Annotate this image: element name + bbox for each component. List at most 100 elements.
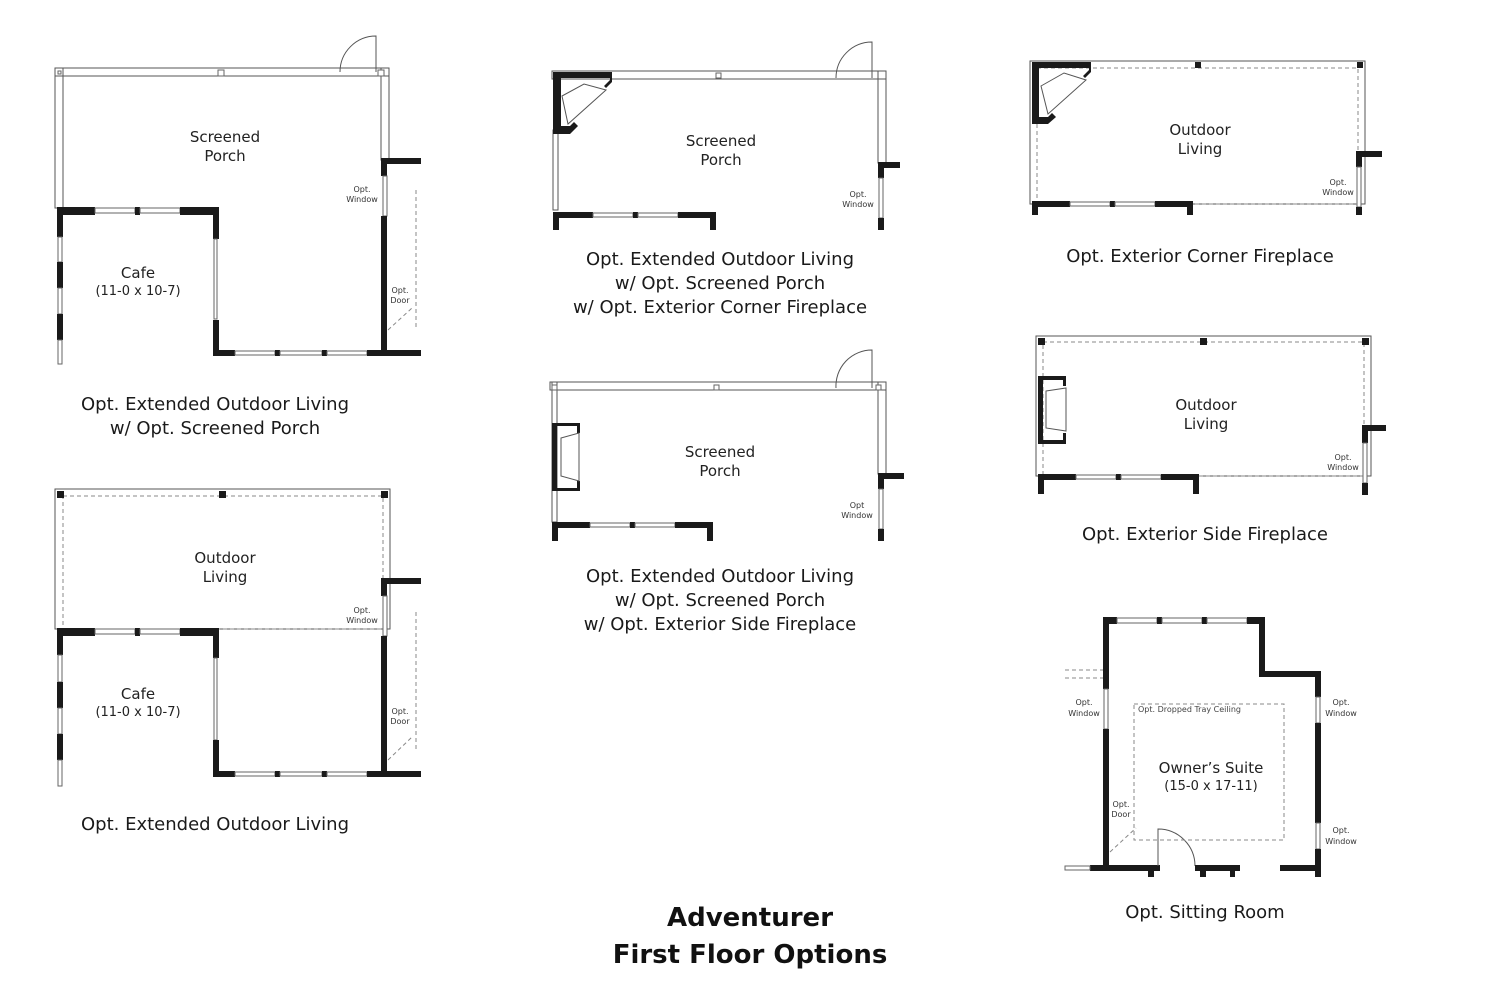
wall — [553, 212, 593, 218]
screen-wall-left — [552, 129, 559, 211]
plan-exterior-corner-fireplace: Outdoor Living Opt. Window — [1029, 60, 1382, 215]
page-title: Adventurer First Floor Options — [560, 900, 940, 974]
wall — [135, 207, 140, 215]
wall — [1110, 201, 1115, 207]
room-label: Screened — [686, 132, 756, 150]
opt-window-right[interactable] — [382, 595, 388, 637]
opt-door-swing — [387, 307, 413, 331]
window — [326, 350, 368, 356]
wall — [1103, 617, 1109, 689]
room-label: Living — [1184, 415, 1229, 433]
tray-ceiling-label: Opt. Dropped Tray Ceiling — [1138, 705, 1241, 714]
opt-window-right[interactable] — [878, 488, 884, 530]
room-label: Outdoor — [194, 549, 256, 567]
wall — [57, 262, 63, 288]
wall — [1148, 865, 1154, 877]
wall — [1032, 201, 1038, 215]
opt-window-right[interactable] — [878, 177, 884, 219]
annotation: Opt. — [849, 190, 866, 199]
window — [637, 212, 679, 218]
wall — [381, 158, 421, 164]
post — [715, 72, 722, 79]
screen-wall-right — [877, 70, 887, 164]
window — [57, 236, 63, 263]
wall — [878, 473, 904, 479]
annotation: Window — [346, 195, 378, 204]
annotation: Window — [1068, 709, 1100, 718]
caption-line: Opt. Extended Outdoor Living — [80, 814, 350, 835]
opt-window-right[interactable] — [1356, 166, 1362, 208]
annotation: Opt. — [353, 185, 370, 194]
caption-exterior-side-fireplace: Opt. Exterior Side Fireplace — [1020, 523, 1390, 547]
opt-window-right-lower[interactable] — [1315, 822, 1321, 850]
annotation: Window — [1327, 463, 1359, 472]
wall — [1362, 425, 1368, 443]
room-label: Outdoor — [1175, 396, 1237, 414]
wall — [1193, 474, 1199, 494]
opt-door-swing — [387, 736, 413, 761]
annotation: Opt. — [1334, 453, 1351, 462]
wall — [135, 628, 140, 636]
opt-window-right[interactable] — [382, 175, 388, 217]
opt-window-left[interactable] — [1103, 688, 1109, 730]
wall — [1362, 425, 1386, 431]
corner-fireplace — [553, 72, 612, 134]
wall — [275, 350, 280, 356]
caption-screened-porch-side-fireplace: Opt. Extended Outdoor Living w/ Opt. Scr… — [540, 565, 900, 637]
caption-sitting-room: Opt. Sitting Room — [1030, 901, 1380, 925]
opt-window-right[interactable] — [1362, 442, 1368, 484]
wall — [630, 522, 635, 528]
room-label: Porch — [204, 147, 245, 165]
wall — [1280, 865, 1320, 871]
annotation: Opt. — [1332, 698, 1349, 707]
window — [1069, 201, 1111, 207]
wall — [1116, 474, 1121, 480]
wall — [180, 207, 218, 215]
window — [139, 628, 181, 635]
wall — [878, 529, 884, 541]
plan-exterior-side-fireplace: Outdoor Living Opt. Window — [1035, 335, 1386, 495]
post — [217, 69, 225, 77]
wall — [180, 628, 218, 636]
caption-screened-porch-corner-fireplace: Opt. Extended Outdoor Living w/ Opt. Scr… — [540, 248, 900, 320]
wall — [1090, 865, 1160, 871]
screen-wall-left — [54, 67, 64, 209]
wall — [1157, 617, 1162, 624]
wall — [367, 350, 383, 356]
opt-window-right-upper[interactable] — [1315, 696, 1321, 724]
room-label: Screened — [685, 443, 755, 461]
wall — [1247, 617, 1265, 624]
caption-line: Opt. Exterior Corner Fireplace — [1066, 246, 1334, 267]
window — [279, 350, 323, 356]
wall — [1195, 865, 1240, 871]
annotation: Door — [390, 296, 410, 305]
window — [1075, 474, 1117, 480]
wall — [710, 212, 716, 230]
annotation: Opt. — [1329, 178, 1346, 187]
wall — [57, 628, 63, 655]
caption-exterior-corner-fireplace: Opt. Exterior Corner Fireplace — [1020, 245, 1380, 269]
caption-line: w/ Opt. Exterior Side Fireplace — [583, 614, 857, 635]
screen-wall-right — [380, 67, 390, 161]
wall — [1356, 151, 1362, 167]
annotation: Opt. — [1332, 826, 1349, 835]
wall — [1187, 201, 1193, 215]
beam-line — [62, 495, 384, 630]
annotation: Opt. — [353, 606, 370, 615]
window — [1206, 617, 1248, 624]
wall — [381, 350, 421, 356]
plan-screened-porch-corner-fireplace: Screened Porch Opt. Window — [551, 41, 900, 230]
wall — [57, 628, 95, 636]
fireplace-hearth — [561, 83, 608, 125]
wall — [213, 628, 219, 658]
room-dimensions: (11-0 x 10-7) — [95, 705, 180, 720]
annotation: Opt — [850, 501, 865, 510]
wall — [381, 158, 387, 176]
window — [57, 339, 63, 365]
post — [219, 491, 226, 498]
window — [94, 207, 136, 214]
window — [57, 707, 63, 735]
caption-line: w/ Opt. Screened Porch — [109, 418, 321, 439]
window — [234, 350, 276, 356]
wall — [57, 734, 63, 760]
